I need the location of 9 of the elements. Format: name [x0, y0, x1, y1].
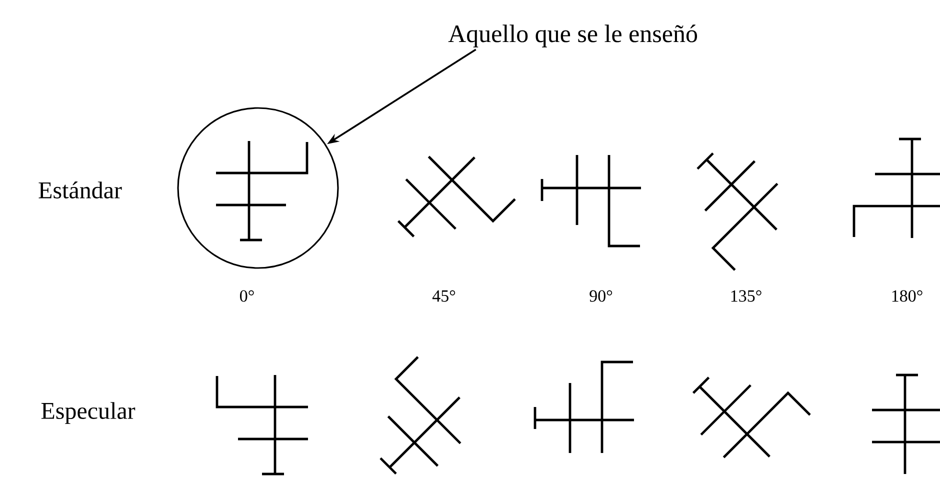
angle-label: 45° — [432, 290, 456, 302]
angle-label: 0° — [240, 290, 254, 302]
angle-label: 135° — [731, 290, 762, 302]
highlight-circle — [177, 107, 339, 269]
row-label: Estándar — [38, 182, 122, 198]
angle-label: 180° — [892, 290, 922, 302]
angle-label: 90° — [590, 290, 612, 302]
callout-text: Aquello que se le enseñó — [448, 24, 698, 48]
row-label: Especular — [41, 402, 136, 424]
